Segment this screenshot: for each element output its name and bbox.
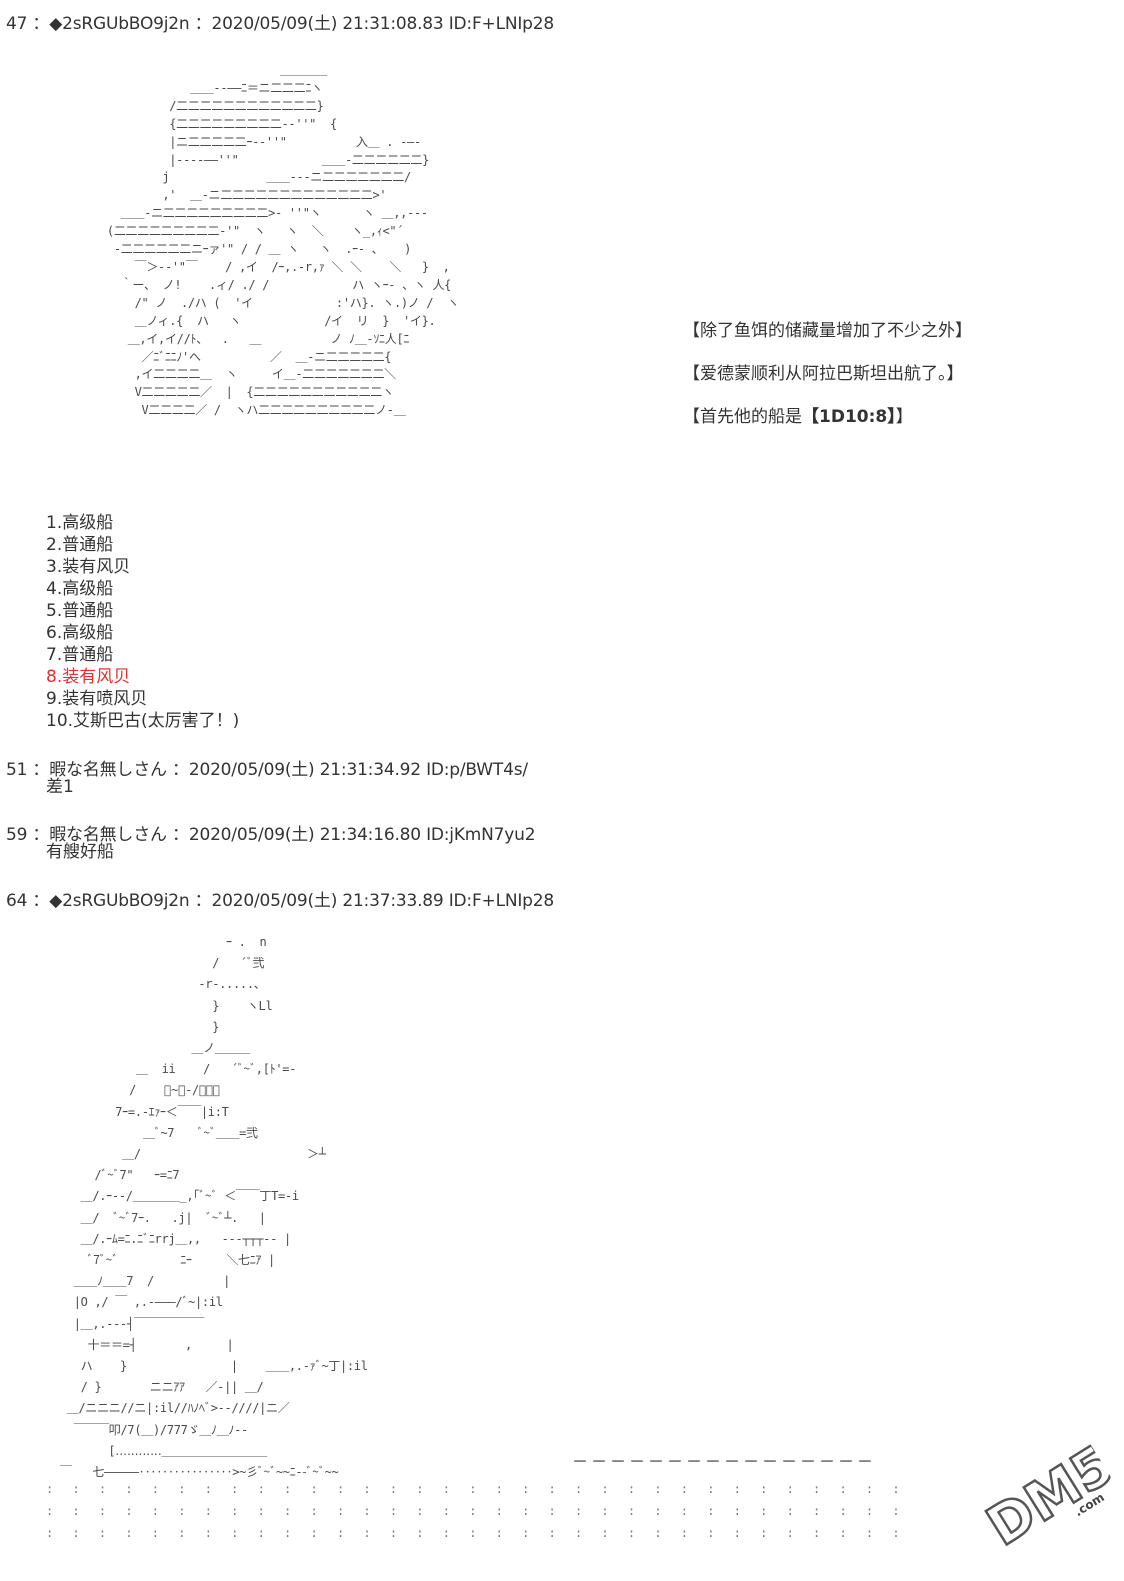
- choice-item: 3.装有风贝: [46, 557, 131, 577]
- post-header-64: 64 ：◆2sRGUbBO9j2n ：2020/05/09(土) 21:37:3…: [6, 891, 554, 911]
- choice-item: 5.普通船: [46, 601, 114, 621]
- dm5-watermark-logo: DM5 .com: [956, 1413, 1124, 1578]
- ascii-art-water-line: －－－－－－－－－－－－－－－－: [572, 1452, 877, 1471]
- ascii-art-dots-row-3: : : : : : : : : : : : : : : : : : : : : …: [46, 1526, 906, 1540]
- post-header-47: 47 ：◆2sRGUbBO9j2n ：2020/05/09(土) 21:31:0…: [6, 14, 554, 34]
- choice-item: 10.艾斯巴古(太厉害了！): [46, 711, 240, 731]
- choice-item: 6.高级船: [46, 623, 114, 643]
- post-body-51: 差1: [46, 777, 74, 797]
- dm5-logo-icon: DM5 .com: [975, 1431, 1124, 1559]
- narration-line-3-suffix: 】: [895, 407, 913, 427]
- choice-item: 2.普通船: [46, 535, 114, 555]
- post-header-51: 51 ：暇な名無しさん ：2020/05/09(土) 21:31:34.92 I…: [6, 760, 528, 780]
- choice-item: 1.高级船: [46, 513, 114, 533]
- post-body-59: 有艘好船: [46, 842, 114, 862]
- narration-line-2: 【爱德蒙顺利从阿拉巴斯坦出航了。】: [683, 364, 964, 384]
- dice-roll-result: 【1D10:8】: [802, 407, 896, 427]
- narration-line-3-prefix: 【首先他的船是: [683, 407, 802, 427]
- ascii-art-hat: ＿＿＿＿ ＿＿--――ﾆ＝ニ二二二ﾆヽ /二二二二二二二二二二二二} {二二二二…: [106, 63, 459, 418]
- choice-item: 4.高级船: [46, 579, 114, 599]
- narration-line-1: 【除了鱼饵的储藏量增加了不少之外】: [683, 321, 972, 341]
- choice-item: 9.装有喷风贝: [46, 689, 148, 709]
- narration-line-3: 【首先他的船是【1D10:8】】: [683, 402, 913, 427]
- ascii-art-dots-row-2: : : : : : : : : : : : : : : : : : : : : …: [46, 1504, 906, 1518]
- choice-item: 8.装有风贝: [46, 667, 131, 687]
- post-header-59: 59 ：暇な名無しさん ：2020/05/09(土) 21:34:16.80 I…: [6, 825, 536, 845]
- ascii-art-dots-row-1: : : : : : : : : : : : : : : : : : : : : …: [46, 1482, 906, 1496]
- choice-item: 7.普通船: [46, 645, 114, 665]
- ascii-art-ship: ｰ . n / ´ﾞ弐 -r-.....、 } ヽLl } ＿ノ＿＿＿ ＿ ii…: [59, 935, 368, 1480]
